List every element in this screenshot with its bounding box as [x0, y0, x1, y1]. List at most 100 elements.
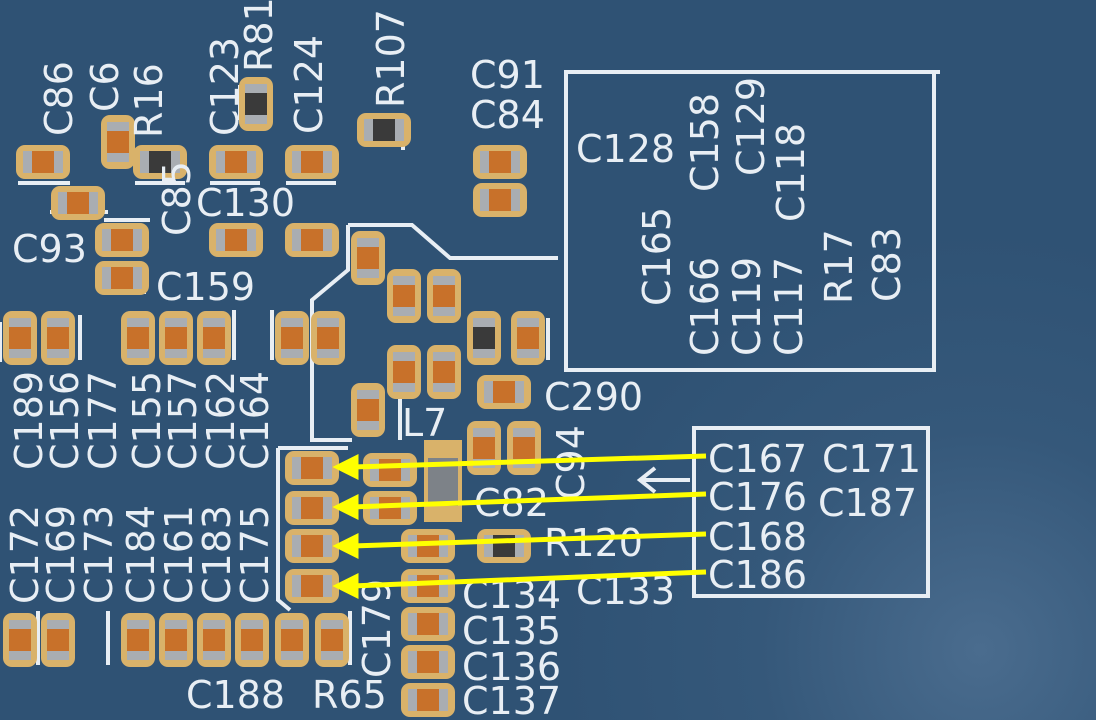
callout-arrows — [332, 453, 707, 600]
capacitor-body — [357, 399, 379, 421]
capacitor-1 — [101, 115, 135, 169]
capacitor-7 — [473, 145, 527, 179]
capacitor-body — [433, 361, 455, 383]
capacitor-34 — [285, 529, 339, 563]
capacitor-18 — [427, 345, 461, 399]
capacitor-49 — [235, 613, 269, 667]
capacitor-body — [417, 575, 439, 597]
label-c6: C6 — [83, 61, 127, 112]
capacitor-body — [281, 629, 303, 651]
capacitor-body — [127, 629, 149, 651]
label-c86: C86 — [37, 61, 81, 136]
capacitor-30 — [275, 311, 309, 365]
capacitor-body — [203, 629, 225, 651]
capacitor-body — [321, 629, 343, 651]
outline-trace-lower — [276, 448, 292, 612]
capacitor-35 — [285, 569, 339, 603]
resistor-body — [373, 119, 395, 141]
capacitor-body — [301, 457, 323, 479]
outline-chevron — [636, 466, 657, 494]
capacitor-27 — [121, 311, 155, 365]
label-c83: C83 — [865, 227, 909, 302]
label-c171: C171 — [822, 437, 921, 481]
label-c164: C164 — [233, 371, 277, 470]
label-c128: C128 — [576, 127, 675, 171]
capacitor-body — [473, 437, 495, 459]
components — [3, 77, 545, 717]
label-c137: C137 — [462, 679, 561, 720]
capacitor-body — [127, 327, 149, 349]
capacitor-body — [111, 229, 133, 251]
capacitor-body — [241, 629, 263, 651]
label-c118: C118 — [769, 123, 813, 222]
resistor-43 — [477, 529, 531, 563]
label-r120: R120 — [544, 521, 643, 565]
capacitor-50 — [275, 613, 309, 667]
label-c177: C177 — [81, 371, 125, 470]
label-r65: R65 — [312, 673, 387, 717]
capacitor-28 — [159, 311, 193, 365]
capacitor-body — [47, 327, 69, 349]
arrow-c167 — [351, 453, 707, 470]
capacitor-body — [9, 327, 31, 349]
capacitor-33 — [285, 491, 339, 525]
capacitor-0 — [16, 145, 70, 179]
resistor-6 — [357, 113, 411, 147]
capacitor-42 — [401, 683, 455, 717]
label-c117: C117 — [767, 257, 811, 356]
capacitor-body — [417, 651, 439, 673]
label-c179: C179 — [355, 579, 399, 678]
arrowhead-c167 — [332, 453, 359, 481]
arrow-c176 — [351, 491, 707, 510]
arrowhead-c168 — [332, 532, 359, 560]
capacitor-body — [357, 247, 379, 269]
label-l7: L7 — [402, 401, 447, 445]
capacitor-44 — [3, 613, 37, 667]
capacitor-51 — [315, 613, 349, 667]
capacitor-31 — [311, 311, 345, 365]
capacitor-body — [301, 229, 323, 251]
label-r81: R81 — [237, 0, 281, 72]
outline-trace-left — [310, 225, 352, 442]
label-c183: C183 — [195, 505, 239, 604]
capacitor-body — [111, 267, 133, 289]
arrow-c168 — [351, 531, 707, 549]
capacitor-17 — [387, 345, 421, 399]
capacitor-41 — [401, 645, 455, 679]
capacitor-body — [107, 131, 129, 153]
capacitor-21 — [477, 375, 531, 409]
label-c168: C168 — [708, 515, 807, 559]
capacitor-38 — [401, 529, 455, 563]
component-group-box-bottom — [692, 426, 930, 598]
label-c135: C135 — [462, 609, 561, 653]
capacitor-body — [281, 327, 303, 349]
capacitor-8 — [473, 183, 527, 217]
capacitor-13 — [285, 223, 339, 257]
capacitor-body — [379, 459, 401, 481]
capacitor-body — [393, 285, 415, 307]
capacitor-24 — [507, 421, 541, 475]
label-r17: R17 — [817, 229, 861, 304]
label-c169: C169 — [39, 505, 83, 604]
label-c176: C176 — [708, 475, 807, 519]
capacitor-36 — [363, 453, 417, 487]
label-c172: C172 — [3, 505, 47, 604]
capacitor-14 — [351, 231, 385, 285]
capacitor-body — [301, 497, 323, 519]
label-c123: C123 — [203, 37, 247, 136]
label-c136: C136 — [462, 645, 561, 689]
arrow-c186 — [351, 569, 707, 589]
silkscreen-outlines — [276, 70, 940, 612]
label-c173: C173 — [77, 505, 121, 604]
resistor-body — [473, 327, 495, 349]
capacitor-body — [433, 285, 455, 307]
capacitor-body — [517, 327, 539, 349]
label-c161: C161 — [157, 505, 201, 604]
label-c129: C129 — [729, 77, 773, 176]
capacitor-29 — [197, 311, 231, 365]
outline-trace-top — [348, 223, 558, 260]
label-c124: C124 — [287, 35, 331, 134]
label-c156: C156 — [43, 371, 87, 470]
resistor-5 — [239, 77, 273, 131]
